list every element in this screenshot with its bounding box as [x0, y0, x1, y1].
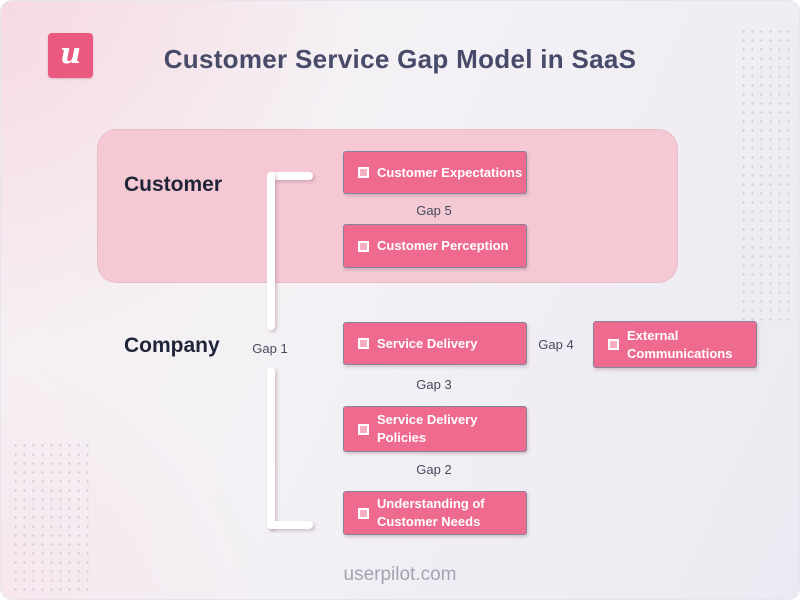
gap1-bracket-lower-spine	[267, 367, 275, 529]
dot-pattern-bottom-left	[11, 441, 89, 591]
external-communications-box: External Communications	[593, 321, 757, 368]
square-bullet-icon	[358, 167, 369, 178]
logo-letter: u	[59, 36, 82, 70]
userpilot-logo: u	[48, 33, 93, 78]
box-label: External Communications	[627, 327, 733, 361]
gap1-label: Gap 1	[252, 341, 288, 356]
box-label: Service Delivery Policies	[377, 412, 478, 445]
gap2-label: Gap 2	[416, 462, 452, 477]
square-bullet-icon	[358, 338, 369, 349]
square-bullet-icon	[358, 240, 369, 252]
company-section-label: Company	[124, 334, 220, 357]
footer-site-label: userpilot.com	[343, 564, 457, 585]
box-label: Customer Expectations	[377, 164, 523, 180]
gap1-bracket-top-arm	[267, 172, 313, 180]
square-bullet-icon	[358, 507, 369, 519]
customer-expectations-box: Customer Expectations	[343, 151, 527, 194]
dot-pattern-top-right	[739, 27, 797, 327]
box-label: Understanding of Customer Needs	[377, 496, 485, 529]
gap5-label: Gap 5	[416, 203, 452, 218]
gap1-bracket-upper-spine	[267, 172, 275, 330]
gap3-label: Gap 3	[416, 377, 452, 392]
gap1-bracket-bottom-arm	[267, 521, 313, 529]
box-label: Customer Perception	[377, 238, 509, 254]
page-title: Customer Service Gap Model in SaaS	[163, 44, 637, 74]
service-delivery-box: Service Delivery	[343, 322, 527, 365]
service-delivery-policies-box: Service Delivery Policies	[343, 406, 527, 452]
customer-perception-box: Customer Perception	[343, 224, 527, 268]
customer-section-label: Customer	[124, 173, 223, 196]
square-bullet-icon	[358, 423, 369, 435]
gap4-label: Gap 4	[538, 337, 574, 352]
square-bullet-icon	[608, 339, 619, 350]
understanding-customer-needs-box: Understanding of Customer Needs	[343, 491, 527, 535]
box-label: Service Delivery	[377, 335, 478, 351]
